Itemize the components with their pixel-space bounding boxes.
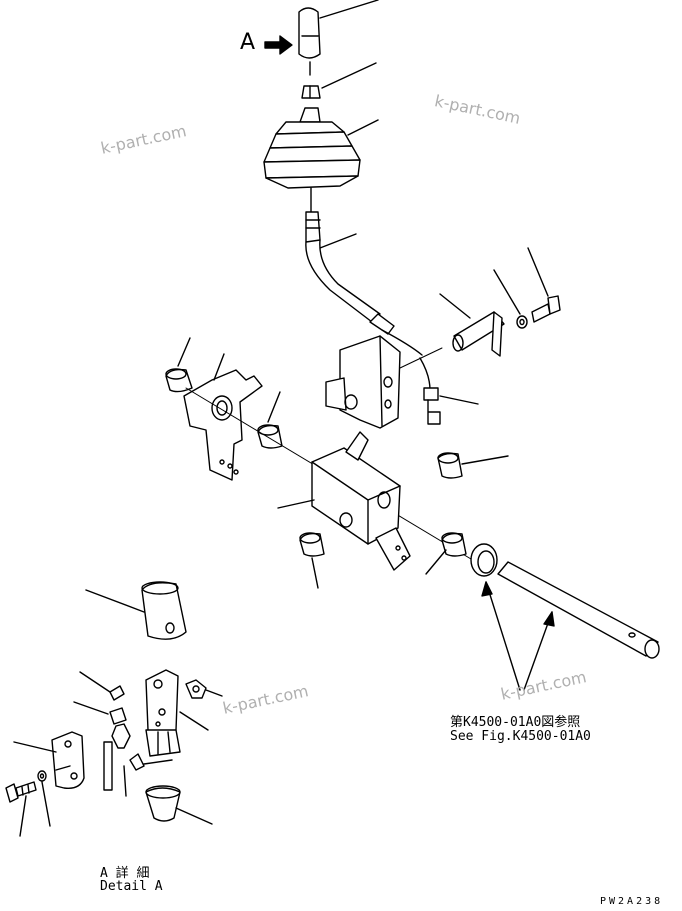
leader-sensor xyxy=(439,395,479,405)
detail-connector xyxy=(109,707,127,725)
detail-terminal xyxy=(109,685,125,701)
leader-washer xyxy=(493,269,521,315)
leader-bolt xyxy=(527,247,549,297)
detail-nut xyxy=(185,679,207,699)
bushing-left xyxy=(165,368,193,393)
arrow-a-icon xyxy=(264,35,293,55)
leader-connector xyxy=(73,701,109,715)
reference-en: See Fig.K4500-01A0 xyxy=(450,729,591,744)
leader-block xyxy=(277,499,315,509)
leader-clip xyxy=(143,759,173,765)
lever-knob xyxy=(298,7,321,76)
leader-boot xyxy=(347,119,379,136)
detail-switch-body xyxy=(145,669,181,757)
leader-detail-knob xyxy=(85,589,145,613)
leader-bushing-upper-right xyxy=(461,455,509,465)
nut xyxy=(301,85,321,99)
bushing-bottom-left xyxy=(299,532,325,557)
leader-plate xyxy=(213,353,225,381)
leader-wire xyxy=(123,765,127,797)
detail-half-shell xyxy=(51,731,85,789)
detail-en: Detail A xyxy=(100,879,163,894)
leader-detail-nut xyxy=(205,689,223,697)
pivot-pin xyxy=(452,311,505,357)
leader-pin xyxy=(439,293,471,319)
leader-screw xyxy=(19,795,27,837)
leader-bushing-mid xyxy=(267,391,281,423)
callout-a-label: A xyxy=(240,30,256,55)
lever-bracket xyxy=(325,335,401,429)
leader-lever xyxy=(319,233,357,249)
leader-detail-washer xyxy=(41,781,51,827)
detail-cap xyxy=(145,785,181,822)
leader-half-shell xyxy=(13,741,57,753)
lever-boot xyxy=(263,107,361,189)
wire-axis xyxy=(399,347,443,369)
detail-jp: A 詳 細 xyxy=(100,866,150,881)
lever-block xyxy=(311,431,411,571)
reference-jp: 第K4500-01A0図参照 xyxy=(450,715,581,730)
reference-arrows xyxy=(481,581,555,691)
snap-ring xyxy=(470,543,498,577)
bushing-upper-right xyxy=(437,452,463,479)
drawing-id: PW2A238 xyxy=(600,896,664,907)
leader-cap xyxy=(175,807,213,825)
leader-bushing-bottom-right xyxy=(425,549,447,575)
leader-terminal xyxy=(79,671,111,693)
detail-wire xyxy=(103,723,145,791)
detail-screw xyxy=(5,781,37,803)
bushing-mid xyxy=(257,424,283,449)
detail-washer xyxy=(37,770,47,782)
leader-switch-body xyxy=(179,711,209,731)
detail-knob-outer xyxy=(141,581,187,640)
left-plate xyxy=(183,369,263,481)
bushing-bottom-right xyxy=(441,532,467,557)
leader-bushing-left xyxy=(177,337,191,367)
leader-nut xyxy=(321,62,377,89)
washer xyxy=(516,315,528,329)
bolt xyxy=(531,295,561,323)
leader-bushing-bottom-left xyxy=(311,557,319,589)
shaft xyxy=(497,561,660,659)
leader-knob xyxy=(319,0,379,19)
sensor-wire xyxy=(419,357,441,425)
lever-rod xyxy=(305,187,423,356)
